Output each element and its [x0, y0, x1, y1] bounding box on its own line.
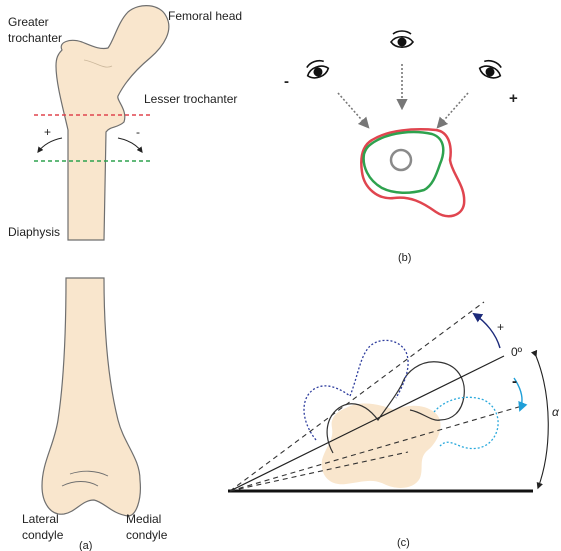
caption-b: (b) — [398, 252, 411, 264]
a-minus-sign: - — [136, 125, 140, 139]
eye-icon-top — [391, 31, 413, 47]
condyle-outline-minus-dotted — [434, 397, 498, 448]
alpha-label: α — [552, 405, 560, 419]
greater-trochanter-label-line1: Greater — [8, 15, 49, 29]
femoral-head-label: Femoral head — [168, 9, 242, 23]
caption-c: (c) — [397, 537, 410, 549]
alpha-angle-arc — [536, 356, 548, 488]
proximal-femur-bone — [56, 6, 169, 240]
lateral-condyle-label-line1: Lateral — [22, 512, 59, 526]
a-plus-sign: + — [44, 125, 51, 139]
caption-a: (a) — [79, 540, 92, 551]
medial-condyle-label-line2: condyle — [126, 528, 168, 542]
eye-icon-left — [304, 58, 330, 81]
red-cross-section-outline — [361, 129, 464, 216]
c-plus-sign: + — [497, 320, 504, 334]
eye-icon-right — [478, 58, 504, 81]
lateral-condyle-label-line2: condyle — [22, 528, 64, 542]
b-minus-sign: - — [284, 73, 289, 90]
zero-degree-label: 0º — [511, 345, 523, 359]
panel-b-cross-section-view: - + (b) — [284, 31, 518, 264]
distal-femur-bone — [42, 278, 140, 516]
medullary-canal-circle — [391, 150, 411, 170]
panel-a-distal-femur: Lateral condyle Medial condyle (a) — [22, 278, 168, 551]
diaphysis-label: Diaphysis — [8, 225, 60, 239]
panel-a-proximal-femur: + - Greater trochanter Femoral head Less… — [8, 6, 242, 240]
lesser-trochanter-label: Lesser trochanter — [144, 92, 237, 106]
view-arrow-right — [438, 93, 468, 127]
c-minus-sign: - — [512, 373, 517, 390]
plus-rotation-arrow — [38, 138, 62, 152]
greater-trochanter-label-line2: trochanter — [8, 31, 62, 45]
medial-condyle-label-line1: Medial — [126, 512, 161, 526]
panel-c-angle-measurement: + - 0º α (c) — [228, 302, 560, 549]
b-plus-sign: + — [509, 90, 518, 107]
minus-rotation-arrow — [118, 138, 142, 152]
view-arrow-left — [338, 93, 368, 127]
